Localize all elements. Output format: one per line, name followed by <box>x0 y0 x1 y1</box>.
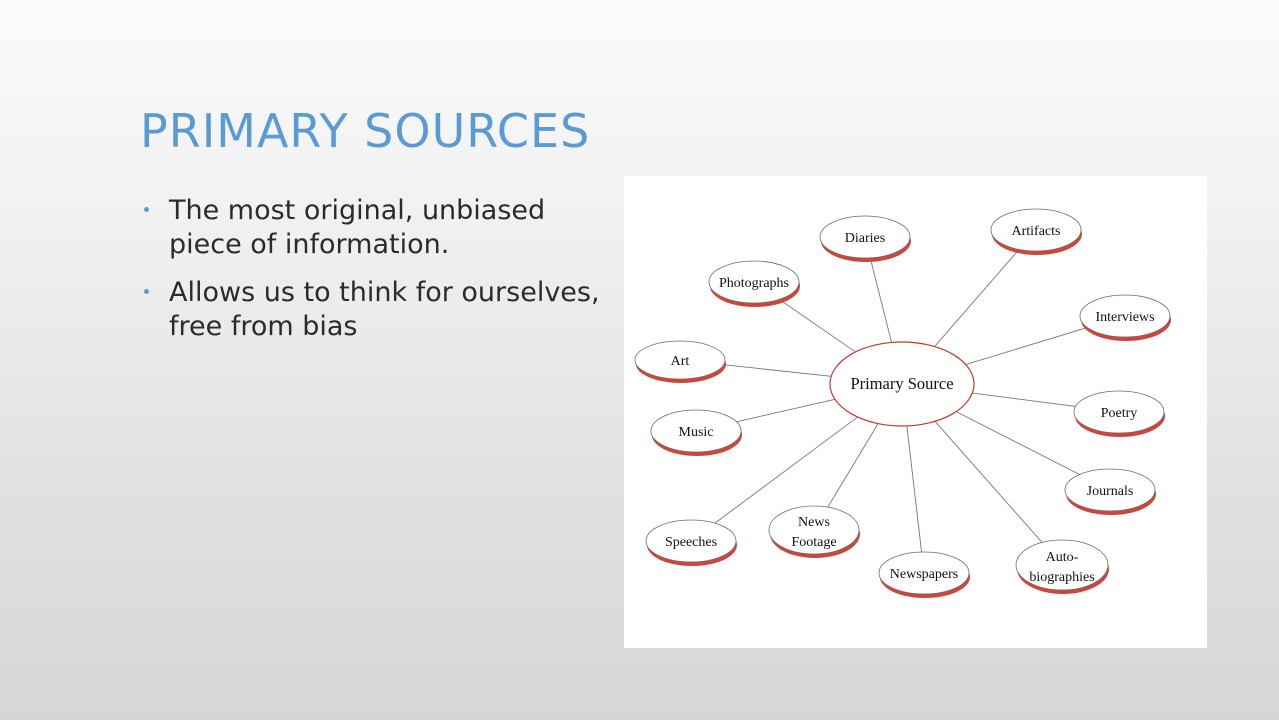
topic-node: Poetry <box>1073 390 1165 437</box>
bullet-dot-icon <box>144 207 149 212</box>
center-node-shape <box>829 341 975 427</box>
connector-line <box>714 416 858 524</box>
connector-line <box>723 364 832 377</box>
topic-node-shape <box>990 208 1082 252</box>
bullet-item: The most original, unbiased piece of inf… <box>140 194 600 262</box>
connector-line <box>827 423 879 508</box>
topic-node-shape <box>1015 539 1109 591</box>
connector-line <box>972 392 1076 407</box>
topic-node: Journals <box>1064 468 1156 515</box>
topic-node-label: Diaries <box>845 231 885 246</box>
bullet-dot-icon <box>144 289 149 294</box>
topic-node-label: Music <box>679 425 714 440</box>
topic-node-shape <box>634 340 726 380</box>
connector-line <box>934 249 1020 347</box>
topic-node-shape <box>768 505 860 555</box>
bullet-text: Allows us to think for ourselves, free f… <box>169 277 600 342</box>
bullet-list: The most original, unbiased piece of inf… <box>140 194 600 358</box>
node-group: Diaries ArtifactsPhotographsInterviewsArt… <box>634 208 1171 598</box>
topic-node-label: Poetry <box>1101 406 1138 421</box>
connector-line <box>869 257 892 343</box>
topic-node-shape <box>1079 294 1171 338</box>
topic-node: Photographs <box>708 260 800 307</box>
topic-node-label: Interviews <box>1095 310 1154 325</box>
topic-node-label: Speeches <box>665 535 717 550</box>
topic-node: Auto-biographies <box>1015 539 1109 594</box>
topic-node-shape <box>708 260 800 304</box>
topic-node: Diaries <box>819 215 911 262</box>
topic-node: Art <box>634 340 726 383</box>
center-node-label: Primary Source <box>850 374 953 393</box>
center-node: Primary Source <box>829 341 975 427</box>
topic-node-shape <box>1064 468 1156 512</box>
connector-group <box>714 249 1088 553</box>
topic-node: Interviews <box>1079 294 1171 341</box>
slide-title: PRIMARY SOURCES <box>140 104 591 158</box>
connector-line <box>956 411 1080 475</box>
topic-node-label: Art <box>671 354 690 369</box>
topic-node: Music <box>650 409 742 456</box>
topic-node-shape <box>645 519 737 563</box>
bullet-item: Allows us to think for ourselves, free f… <box>140 276 600 344</box>
topic-node-shape <box>650 409 742 453</box>
topic-node-label: Newspapers <box>890 567 958 582</box>
topic-node-label: Journals <box>1087 484 1134 499</box>
connector-line <box>906 425 923 553</box>
topic-node-shape <box>819 215 911 259</box>
bullet-text: The most original, unbiased piece of inf… <box>169 195 546 260</box>
connector-line <box>736 398 836 423</box>
topic-node: Newspapers <box>878 551 970 598</box>
connector-line <box>965 327 1088 365</box>
topic-node: Speeches <box>645 519 737 566</box>
mind-map-canvas: Primary Source Diaries ArtifactsPhotograp… <box>634 208 1171 598</box>
topic-node-label: Photographs <box>719 276 789 291</box>
topic-node-label: Artifacts <box>1012 224 1061 239</box>
topic-node-shape <box>1073 390 1165 434</box>
topic-node-shape <box>878 551 970 595</box>
topic-node-label: Auto-biographies <box>1029 550 1094 585</box>
connector-line <box>778 299 856 353</box>
topic-node: Artifacts <box>990 208 1082 255</box>
connector-line <box>934 421 1043 543</box>
